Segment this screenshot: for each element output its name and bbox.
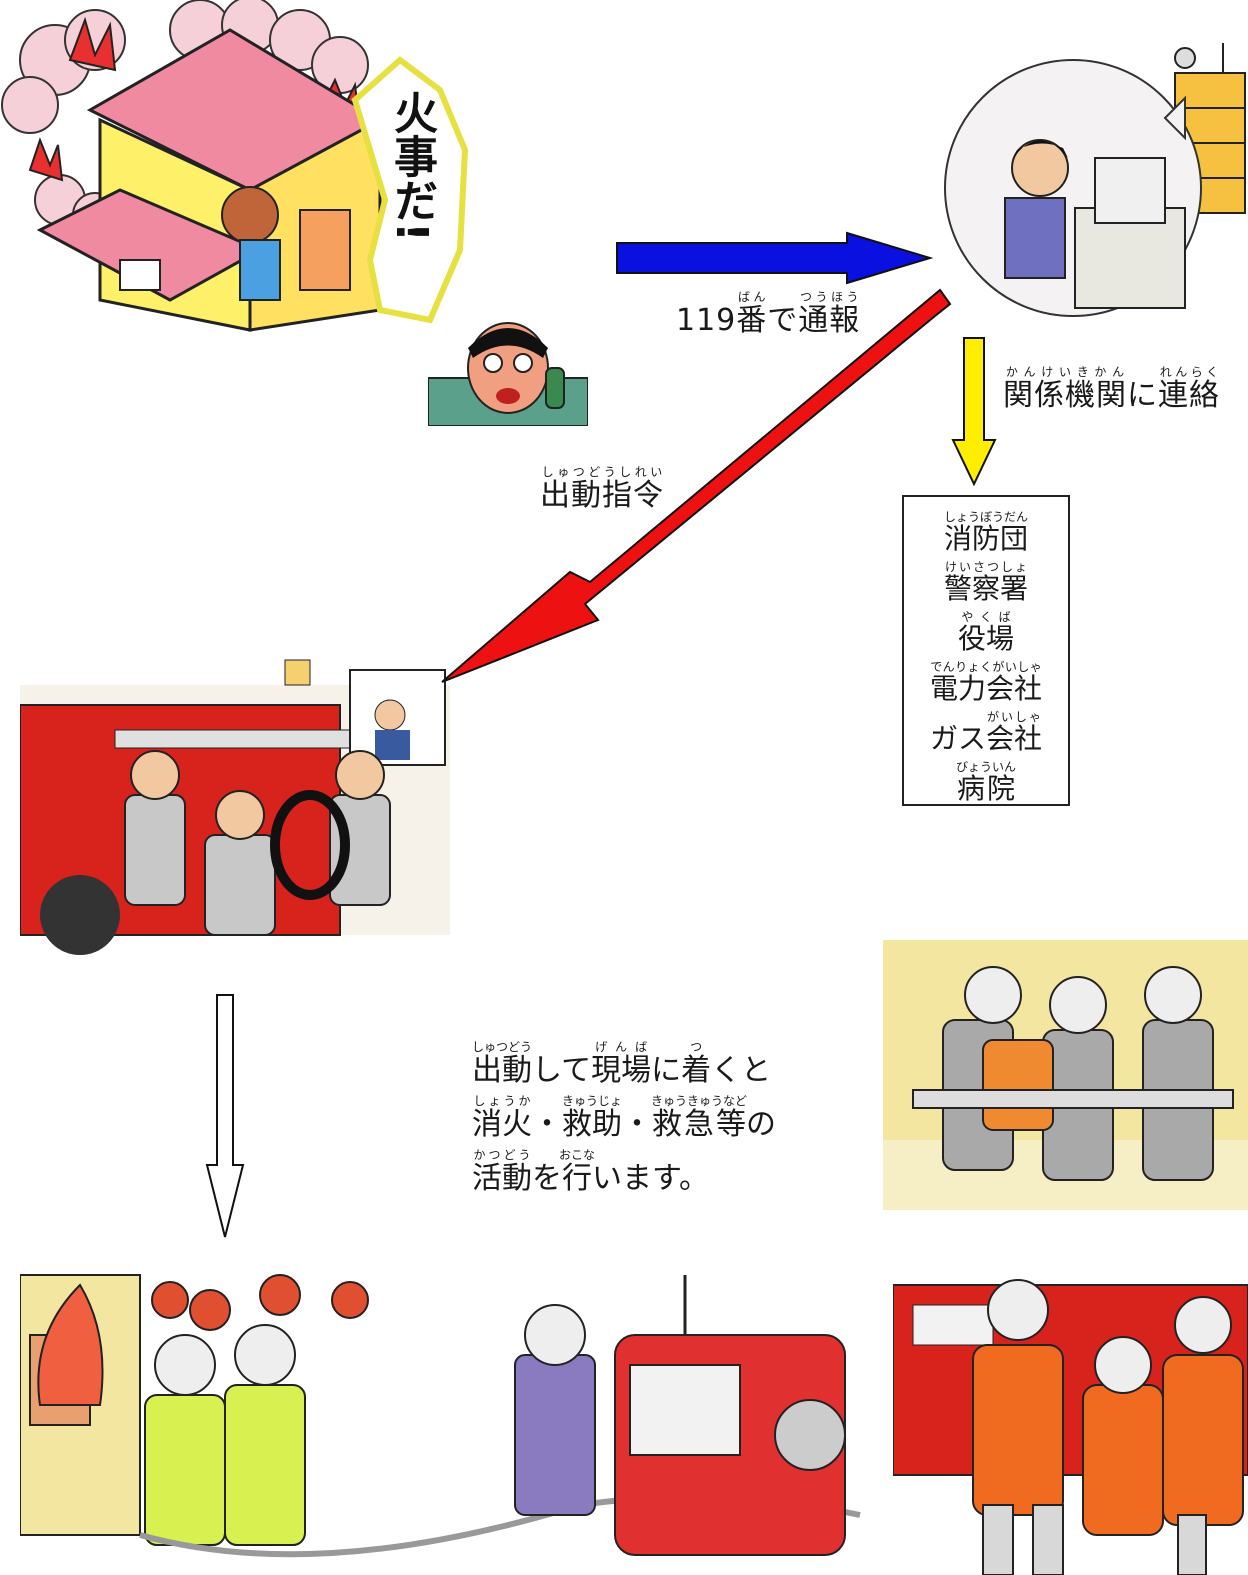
caption-line-1: 出動しゅつどうして現場げんばに着つくと <box>472 1040 772 1088</box>
caption-line-2: 消火しょうか・救助きゅうじょ・救急等きゅうきゅうなどの <box>472 1094 777 1142</box>
activity-caption: 出動しゅつどうして現場げんばに着つくと 消火しょうか・救助きゅうじょ・救急等きゅ… <box>472 1040 776 1202</box>
contact-arrow <box>951 337 997 487</box>
dispatch-label: 出動指令しゅつどうしれい <box>540 465 664 513</box>
arrive-arrow <box>205 994 245 1238</box>
caption-line-3: 活動かつどうを行おこないます。 <box>472 1148 709 1196</box>
rescue-stretcher-icon <box>883 940 1248 1210</box>
agency-power-company: 電力会社でんりょくがいしゃ <box>929 660 1042 705</box>
agency-police: 警察署けいさつしょ <box>943 560 1028 605</box>
burning-house-icon <box>0 0 470 340</box>
agency-gas-company: ガス会社がいしゃ <box>929 710 1043 755</box>
report-label: 119番ばんで通報つうほう <box>676 290 861 338</box>
related-agencies-box: 消防団しょうぼうだん 警察署けいさつしょ 役場やくば 電力会社でんりょくがいしゃ… <box>902 495 1070 806</box>
rescue-team-icon <box>893 1265 1248 1575</box>
caller-phone-icon <box>428 318 588 426</box>
agency-town-office: 役場やくば <box>957 610 1014 655</box>
dispatch-arrow <box>441 288 952 683</box>
firefighting-icon <box>20 1255 875 1575</box>
fire-station-icon <box>20 645 450 970</box>
agency-fire-corps: 消防団しょうぼうだん <box>943 510 1028 555</box>
contact-label: 関係機関かんけいきかんに連絡れんらく <box>1003 365 1220 413</box>
report-arrow <box>616 231 934 285</box>
dispatcher-icon <box>935 38 1248 320</box>
fire-shout-text: 火事だ! <box>386 90 437 243</box>
agency-hospital: 病院びょういん <box>955 760 1016 805</box>
